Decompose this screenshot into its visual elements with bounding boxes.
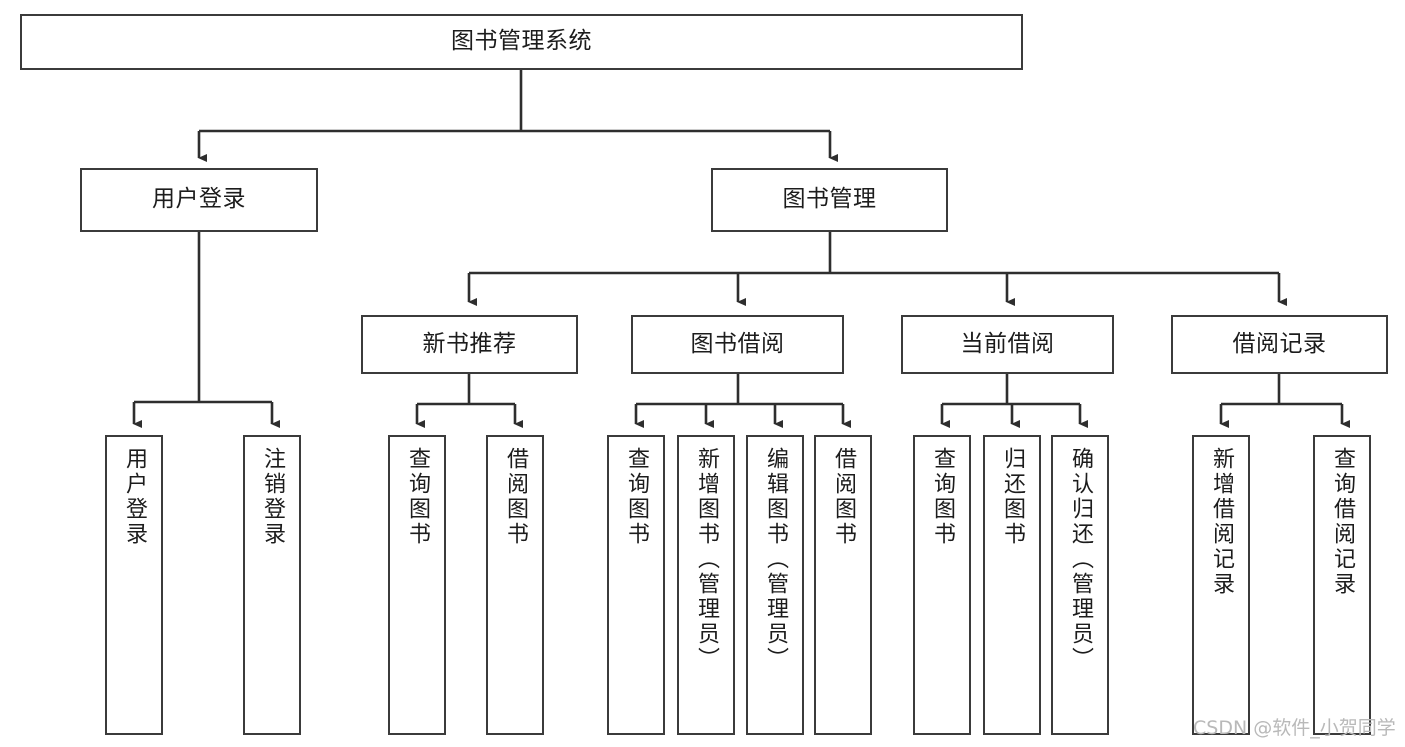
node-leaf-user-login-label: 用户登录 [122, 447, 147, 547]
node-root-label: 图书管理系统 [451, 28, 592, 55]
node-leaf-confirm-return[interactable]: 确认归还（管理员） [1051, 435, 1109, 735]
node-leaf-query-book-recommend[interactable]: 查询图书 [388, 435, 446, 735]
node-borrow-record-label: 借阅记录 [1232, 330, 1327, 357]
node-leaf-add-book[interactable]: 新增图书（管理员） [677, 435, 735, 735]
node-leaf-query-book-recommend-label: 查询图书 [405, 447, 430, 547]
node-book-borrow-label: 图书借阅 [690, 330, 785, 357]
node-leaf-borrow-book-label: 借阅图书 [831, 447, 856, 547]
node-book-management-label: 图书管理 [782, 186, 877, 213]
node-new-book-recommend-label: 新书推荐 [422, 330, 517, 357]
node-leaf-user-logout[interactable]: 注销登录 [243, 435, 301, 735]
csdn-watermark: CSDN @软件_小贺同学 [1193, 717, 1396, 739]
node-borrow-record[interactable]: 借阅记录 [1171, 315, 1388, 374]
node-leaf-borrow-book-recommend-label: 借阅图书 [503, 447, 528, 547]
node-leaf-query-book-borrow[interactable]: 查询图书 [607, 435, 665, 735]
node-leaf-edit-book-label: 编辑图书（管理员） [763, 447, 788, 672]
node-leaf-user-login[interactable]: 用户登录 [105, 435, 163, 735]
node-leaf-return-book[interactable]: 归还图书 [983, 435, 1041, 735]
node-current-borrow-label: 当前借阅 [960, 330, 1055, 357]
node-leaf-return-book-label: 归还图书 [1000, 447, 1025, 547]
node-user-login-label: 用户登录 [152, 186, 246, 213]
node-book-management[interactable]: 图书管理 [711, 168, 948, 232]
node-leaf-borrow-book-recommend[interactable]: 借阅图书 [486, 435, 544, 735]
node-user-login[interactable]: 用户登录 [80, 168, 318, 232]
node-leaf-add-borrow-record[interactable]: 新增借阅记录 [1192, 435, 1250, 735]
node-root[interactable]: 图书管理系统 [20, 14, 1023, 70]
node-leaf-borrow-book[interactable]: 借阅图书 [814, 435, 872, 735]
node-leaf-query-book-current[interactable]: 查询图书 [913, 435, 971, 735]
node-leaf-edit-book[interactable]: 编辑图书（管理员） [746, 435, 804, 735]
node-leaf-query-borrow-record[interactable]: 查询借阅记录 [1313, 435, 1371, 735]
node-leaf-query-book-current-label: 查询图书 [930, 447, 955, 547]
node-leaf-add-book-label: 新增图书（管理员） [694, 447, 719, 672]
node-leaf-add-borrow-record-label: 新增借阅记录 [1209, 447, 1234, 597]
node-leaf-user-logout-label: 注销登录 [260, 447, 285, 547]
node-leaf-query-borrow-record-label: 查询借阅记录 [1330, 447, 1355, 597]
node-leaf-confirm-return-label: 确认归还（管理员） [1068, 447, 1093, 672]
node-leaf-query-book-borrow-label: 查询图书 [624, 447, 649, 547]
node-current-borrow[interactable]: 当前借阅 [901, 315, 1114, 374]
node-new-book-recommend[interactable]: 新书推荐 [361, 315, 578, 374]
node-book-borrow[interactable]: 图书借阅 [631, 315, 844, 374]
